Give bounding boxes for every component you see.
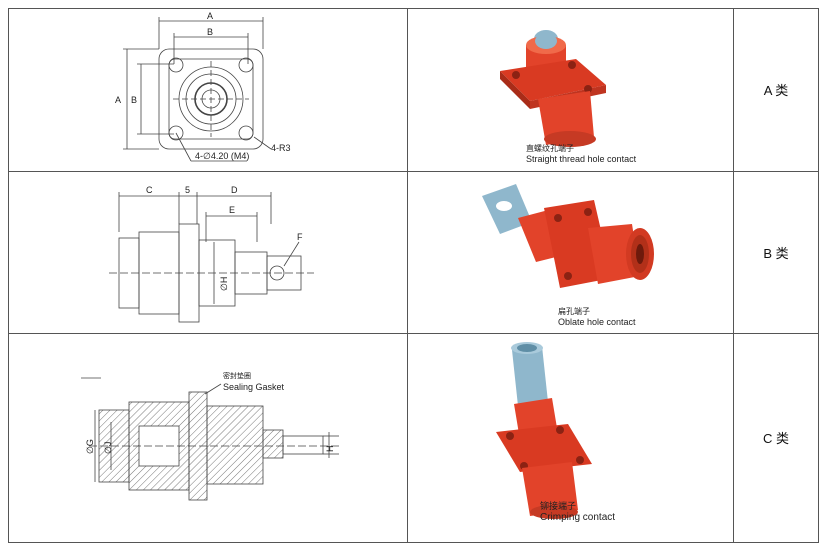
class-label-c: C 类 — [762, 431, 789, 446]
dim-c: C — [146, 185, 153, 195]
dim-a-side: A — [115, 95, 121, 105]
class-cell-c: C 类 — [733, 333, 819, 543]
straight-thread-contact-render — [500, 30, 606, 147]
drawing-cell-b: C 5 D E F ∅H — [8, 171, 408, 334]
drawing-cell-a: A B A B 4-∅4.20 (M4) 4-R3 — [8, 8, 408, 172]
dim-f: F — [297, 232, 303, 242]
caption-a-en: Straight thread hole contact — [526, 154, 637, 164]
dim-hole: 4-∅4.20 (M4) — [195, 151, 249, 161]
dim-h: ∅H — [219, 277, 229, 291]
render-cell-b: 扁孔端子 Oblate hole contact — [407, 171, 734, 334]
dim-b-top: B — [207, 27, 213, 37]
caption-a: 直螺纹孔端子 Straight thread hole contact — [526, 143, 636, 165]
class-cell-a: A 类 — [733, 8, 819, 172]
render-cell-c: 铆接端子 Crimping contact — [407, 333, 734, 543]
section-view-drawing: 密封垫圈 Sealing Gasket ∅G ∅J H — [81, 371, 339, 501]
caption-a-zh: 直螺纹孔端子 — [526, 144, 574, 153]
oblate-hole-contact-render — [482, 184, 654, 288]
caption-c-en: Crimping contact — [540, 512, 616, 523]
gasket-label-en: Sealing Gasket — [223, 382, 285, 392]
class-label-b: B 类 — [763, 245, 789, 261]
connector-table: A B A B 4-∅4.20 (M4) 4-R3 — [8, 8, 819, 543]
caption-b: 扁孔端子 Oblate hole contact — [558, 306, 636, 328]
class-cell-b: B 类 — [733, 171, 819, 334]
dim-g: ∅G — [85, 439, 95, 454]
dim-d: D — [231, 185, 238, 195]
caption-c-zh: 铆接端子 — [540, 501, 577, 511]
dim-e: E — [229, 205, 235, 215]
dim-radius: 4-R3 — [271, 143, 291, 153]
dim-h-c: H — [325, 446, 335, 453]
dim-a-top: A — [207, 11, 213, 21]
table-row: A B A B 4-∅4.20 (M4) 4-R3 — [8, 8, 819, 172]
render-cell-a: 直螺纹孔端子 Straight thread hole contact — [407, 8, 734, 172]
side-view-drawing: C 5 D E F ∅H — [109, 185, 314, 323]
caption-c: 铆接端子 Crimping contact — [540, 500, 615, 524]
dim-j: ∅J — [103, 442, 113, 454]
dim-5: 5 — [185, 185, 190, 195]
front-view-drawing: A B A B 4-∅4.20 (M4) 4-R3 — [115, 11, 291, 162]
crimping-contact-render — [496, 342, 592, 519]
caption-b-en: Oblate hole contact — [558, 317, 636, 327]
table-row: 密封垫圈 Sealing Gasket ∅G ∅J H — [8, 333, 819, 543]
table-row: C 5 D E F ∅H — [8, 171, 819, 334]
gasket-label-zh: 密封垫圈 — [223, 371, 251, 380]
class-label-a: A 类 — [763, 83, 789, 98]
caption-b-zh: 扁孔端子 — [558, 307, 590, 316]
dim-b-side: B — [131, 95, 137, 105]
drawing-cell-c: 密封垫圈 Sealing Gasket ∅G ∅J H — [8, 333, 408, 543]
